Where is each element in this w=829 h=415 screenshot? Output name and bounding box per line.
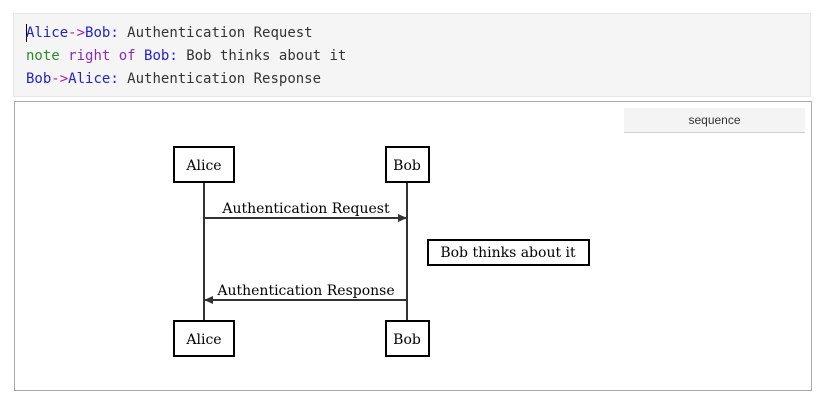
code-token-punct: :: [169, 48, 178, 64]
note-label: Bob thinks about it: [440, 245, 576, 261]
actor-box-bob-top: Bob: [385, 146, 430, 183]
code-editor[interactable]: Alice->Bob: Authentication Request note …: [13, 13, 811, 97]
actor-box-alice-top: Alice: [173, 146, 235, 183]
actor-label: Alice: [185, 332, 221, 348]
diagram-preview-panel: sequence Alice Bob Authentication Reques…: [14, 101, 812, 391]
code-token-arrow: ->: [68, 25, 86, 41]
note-box: Bob thinks about it: [427, 239, 590, 266]
code-token-message: Authentication Response: [118, 71, 322, 87]
code-token-actor: Alice: [68, 71, 111, 87]
code-token-message: [60, 48, 68, 64]
code-token-arrow: ->: [51, 71, 69, 87]
code-token-actor: Bob: [144, 48, 170, 64]
sequence-diagram: Alice Bob Authentication Request Bob thi…: [173, 146, 590, 357]
actor-box-alice-bottom: Alice: [173, 320, 235, 357]
code-token-message: [136, 48, 144, 64]
code-line[interactable]: Bob->Alice: Authentication Response: [26, 69, 321, 89]
code-line[interactable]: note right of Bob: Bob thinks about it: [26, 46, 346, 66]
theme-select[interactable]: sequence: [624, 108, 805, 133]
code-token-punct: :: [110, 71, 119, 87]
actor-box-bob-bottom: Bob: [385, 320, 430, 357]
code-token-keyword: note: [26, 48, 60, 64]
code-token-actor: Bob: [85, 25, 111, 41]
code-token-punct: :: [110, 25, 119, 41]
code-token-actor: Alice: [26, 25, 69, 41]
code-token-placement: right of: [68, 48, 136, 64]
code-token-message: Bob thinks about it: [177, 48, 347, 64]
message-label-request: Authentication Request: [221, 201, 390, 217]
actor-label: Bob: [393, 158, 421, 174]
actor-label: Alice: [185, 158, 221, 174]
text-cursor: [26, 24, 27, 42]
actor-label: Bob: [393, 332, 421, 348]
code-token-actor: Bob: [26, 71, 52, 87]
code-line[interactable]: Alice->Bob: Authentication Request: [26, 23, 313, 43]
message-label-response: Authentication Response: [216, 283, 394, 299]
code-token-message: Authentication Request: [118, 25, 313, 41]
